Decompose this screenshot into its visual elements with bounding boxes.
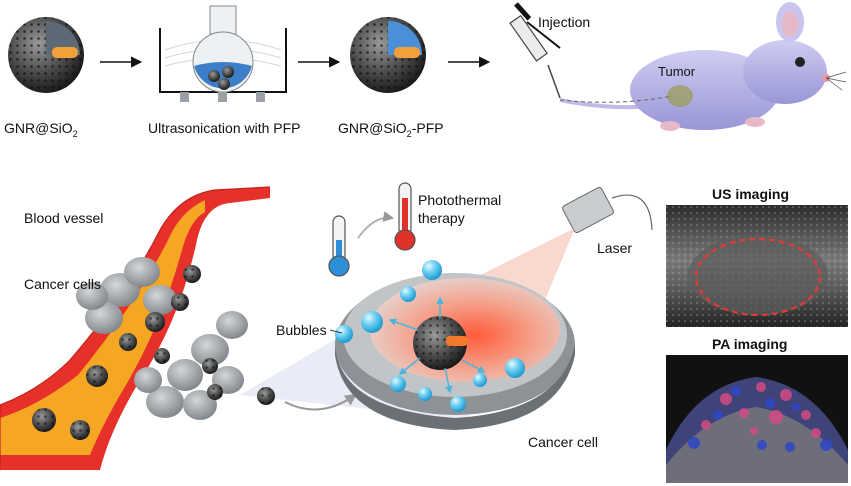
label-cancer-cell: Cancer cell (528, 434, 599, 450)
label-cancer-cells: Cancer cells (24, 276, 102, 292)
label-tumor: Tumor (658, 64, 696, 79)
bubbles-leader (329, 329, 343, 334)
us-imaging-title: US imaging (712, 186, 790, 202)
gnr-sio2-particle (8, 17, 84, 93)
label-injection: Injection (538, 14, 591, 30)
uptake-arrow (284, 393, 357, 411)
vessel-particles (32, 265, 223, 440)
thermometer-cold-icon (328, 215, 350, 277)
cancer-cells-cluster (76, 257, 248, 420)
label-laser: Laser (597, 240, 633, 256)
pa-imaging-title: PA imaging (712, 336, 788, 352)
label-bubbles: Bubbles (276, 322, 327, 338)
label-blood-vessel: Blood vessel (24, 210, 104, 226)
free-particle (257, 387, 275, 405)
tumor-outline (694, 237, 822, 317)
label-ultrasonication: Ultrasonication with PFP (148, 120, 301, 136)
label-gnr-sio2-pfp: GNR@SiO2-PFP (338, 120, 444, 139)
thermometer-hot-icon (394, 182, 416, 251)
central-gnr-particle (388, 296, 486, 394)
us-image-panel (666, 205, 848, 327)
label-photothermal: Photothermal (418, 192, 502, 208)
syringe (509, 2, 561, 99)
pa-image-panel (666, 355, 848, 483)
gnr-sio2-pfp-particle (350, 17, 426, 93)
mouse (559, 2, 847, 131)
ultrasonication-bath (159, 5, 287, 102)
label-gnr-sio2: GNR@SiO2 (4, 120, 78, 139)
label-therapy: therapy (418, 210, 465, 226)
heating-arrow (357, 211, 395, 239)
bubbles-group (335, 260, 525, 412)
